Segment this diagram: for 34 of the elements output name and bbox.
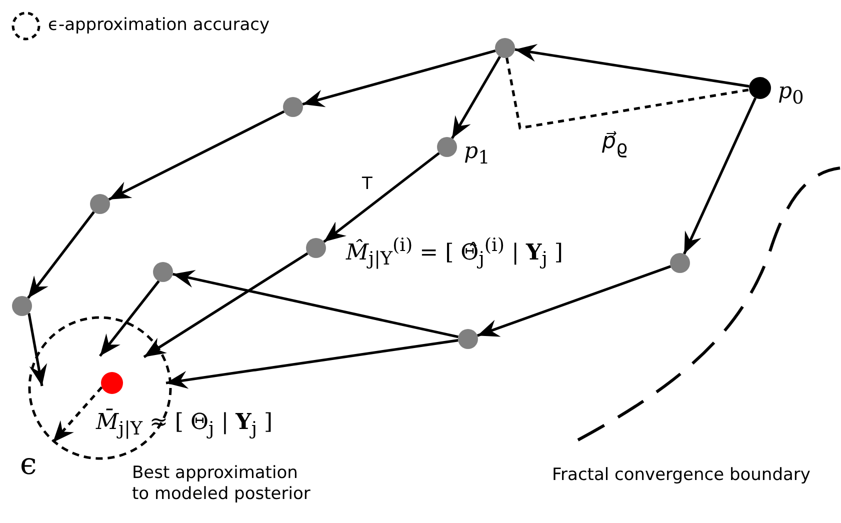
sample-point [153,262,173,282]
edge-label: p⃗$_{ϱ}$ [602,130,628,159]
start-point [749,77,771,99]
target-point [101,372,123,394]
arrow [172,270,458,338]
sample-point [495,38,515,58]
arrow [450,56,502,140]
sample-point [306,238,326,258]
arrow [98,280,160,357]
sample-point [437,137,457,157]
sample-point [283,97,303,117]
arrow [323,152,440,243]
arrow [28,312,48,386]
legend-label: ϵ-approximation accuracy [48,15,270,36]
caption-text: Best approximation to modeled posterior [132,463,312,506]
sample-point [12,296,32,316]
epsilon-label: ϵ [20,448,37,481]
boundary-label: Fractal convergence boundary [552,465,812,486]
sample-point [670,253,690,273]
formula-label: p$_{0}$ [778,80,804,109]
arrow [683,97,757,254]
arrow [143,252,308,358]
arrow [108,110,285,201]
arrow [166,339,458,389]
arrow [27,211,95,299]
dashed-line [506,58,750,130]
formula-label: M̂$_{j|Y}$$^{(i)}$ = [ Θ̂$_{j}$$^{(i)}$ |Y$_{j}$ ] [346,236,563,270]
sample-point [458,329,478,349]
sample-point [90,194,110,214]
arrow [514,44,750,88]
arrow [476,265,672,337]
dashed-arrow [52,386,103,444]
formula-label: p$_{1}$ [464,140,490,169]
arrow [302,49,496,108]
